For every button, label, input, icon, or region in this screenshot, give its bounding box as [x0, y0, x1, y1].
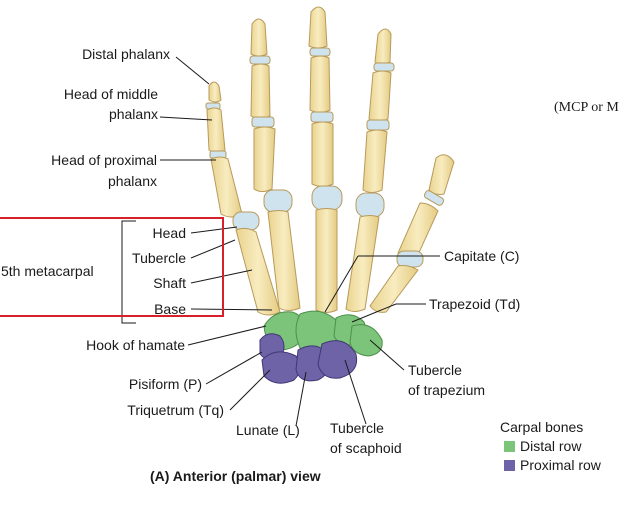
legend-label-proximal-row: Proximal row: [520, 457, 601, 473]
label-distal-phalanx: Distal phalanx: [82, 46, 170, 62]
label-head: Head: [152, 225, 186, 241]
label-lunate: Lunate (L): [236, 422, 300, 438]
label-capitate: Capitate (C): [444, 248, 520, 264]
label-triquetrum: Triquetrum (Tq): [127, 402, 224, 418]
label-pisiform: Pisiform (P): [128, 376, 202, 392]
figure-caption: (A) Anterior (palmar) view: [150, 468, 321, 484]
legend-swatch-proximal-row: [504, 460, 515, 471]
label-head-proximal-phalanx-line1: Head of proximal: [51, 152, 157, 168]
label-mcp-fragment: (MCP or M: [554, 100, 619, 115]
label-tubercle: Tubercle: [132, 250, 186, 266]
label-hook-of-hamate: Hook of hamate: [86, 337, 185, 353]
label-head-middle-phalanx-line1: Head of middle: [63, 86, 158, 102]
legend-label-distal-row: Distal row: [520, 438, 582, 454]
label-tubercle-of-scaphoid-line2: of scaphoid: [330, 440, 402, 456]
finger-little: [205, 81, 243, 218]
label-shaft: Shaft: [153, 275, 186, 291]
metacarpals: [232, 185, 424, 316]
legend-swatch-distal-row: [504, 441, 515, 452]
highlight-frame: [0, 217, 224, 317]
leader-lines: [121, 56, 440, 427]
finger-ring: [249, 18, 276, 192]
label-head-middle-phalanx-line2: phalanx: [108, 106, 158, 122]
label-trapezoid: Trapezoid (Td): [429, 296, 521, 312]
label-base: Base: [154, 301, 186, 317]
label-fifth-metacarpal: 5th metacarpal: [1, 263, 94, 279]
label-head-proximal-phalanx-line2: phalanx: [107, 173, 157, 189]
finger-middle: [308, 6, 334, 187]
label-tubercle-of-trapezium-line1: Tubercle: [408, 362, 462, 378]
thumb: [397, 154, 455, 260]
carpals-proximal-row: [259, 333, 358, 384]
label-tubercle-of-trapezium-line2: of trapezium: [408, 382, 486, 398]
label-tubercle-of-scaphoid-line1: Tubercle: [330, 420, 384, 436]
finger-index: [362, 28, 395, 193]
legend-title: Carpal bones: [500, 419, 584, 435]
